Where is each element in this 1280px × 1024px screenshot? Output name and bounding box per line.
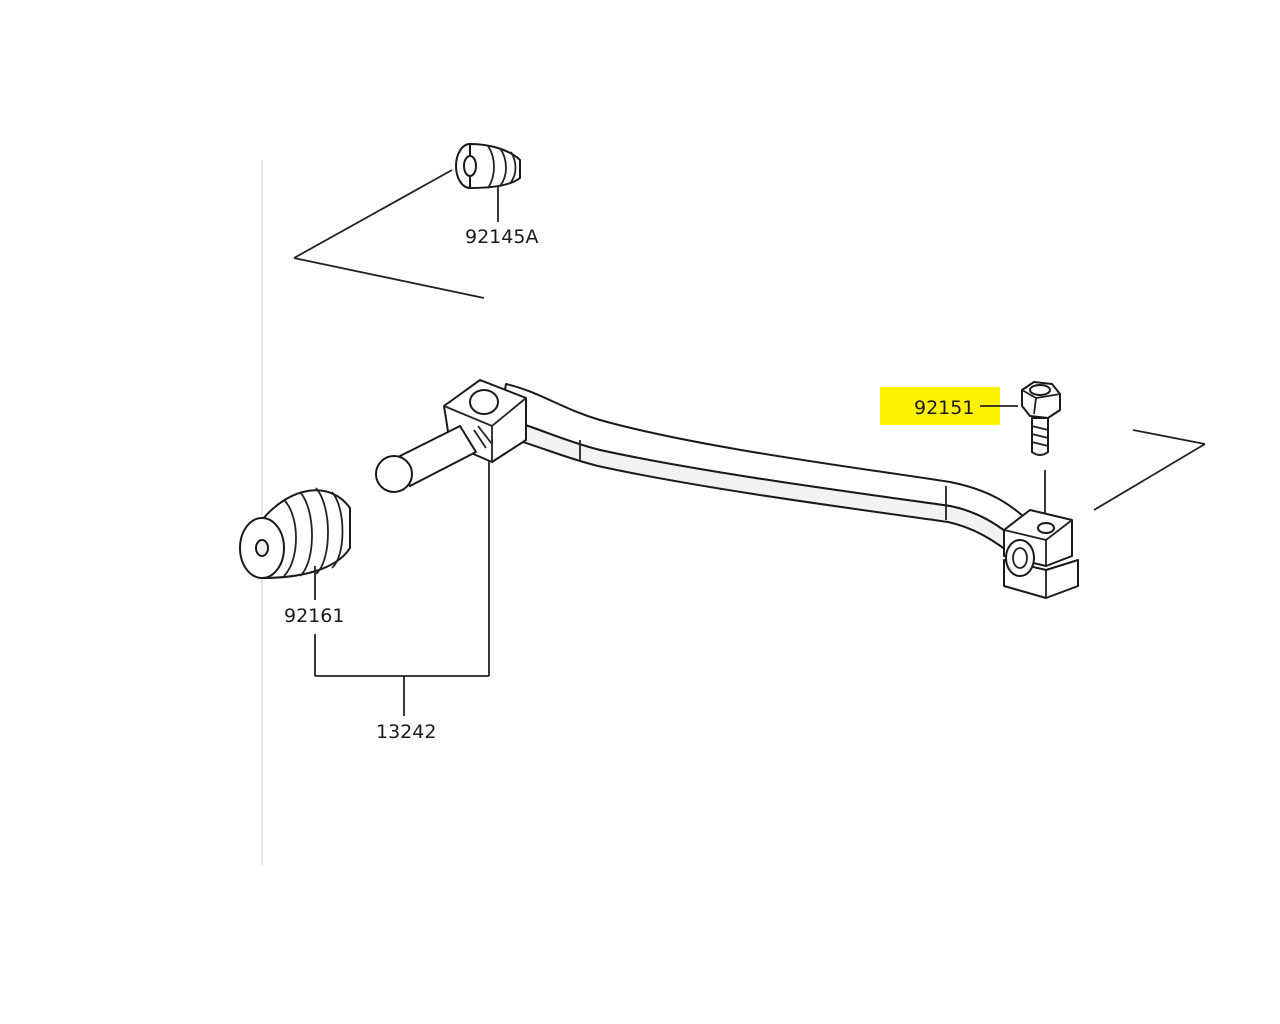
shift-pedal-clamp bbox=[1003, 509, 1079, 599]
assembly-part-label: 13242 bbox=[376, 721, 436, 743]
assembly-bracket bbox=[314, 460, 490, 716]
case-outline-top bbox=[293, 169, 485, 299]
rubber-part-label: 92161 bbox=[284, 605, 344, 627]
bolt-part bbox=[1021, 381, 1061, 456]
rubber-part bbox=[239, 487, 351, 579]
toe-peg-shaft bbox=[375, 425, 477, 493]
bolt-part-label: 92151 bbox=[914, 397, 974, 419]
spring-part-label: 92145A bbox=[465, 226, 538, 248]
case-outline-right bbox=[1093, 429, 1206, 511]
spring-part bbox=[455, 143, 521, 189]
